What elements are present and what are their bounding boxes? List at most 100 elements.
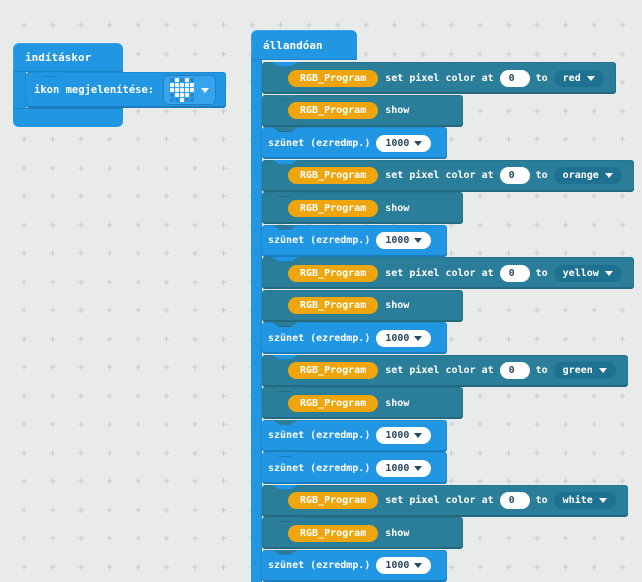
pixel-color-value: red: [562, 72, 581, 84]
notch-bump: [272, 94, 298, 100]
pause-block[interactable]: szünet (ezredmp.)1000: [262, 322, 448, 354]
on-start-header[interactable]: indításkor: [13, 43, 123, 72]
notch-bump: [272, 62, 298, 67]
pause-block[interactable]: szünet (ezredmp.)1000: [262, 452, 448, 484]
to-label: to: [535, 267, 548, 279]
pixel-index-input[interactable]: 0: [499, 264, 530, 282]
pause-duration-value: 1000: [385, 235, 410, 246]
pixel-index-value: 0: [508, 72, 515, 84]
notch-bump: [272, 517, 298, 522]
pixel-color-dropdown[interactable]: red: [553, 69, 604, 87]
on-start-block[interactable]: indításkor ikon megjelenítése:: [13, 43, 227, 127]
pixel-color-dropdown[interactable]: orange: [553, 167, 622, 184]
chevron-down-icon: [598, 498, 607, 503]
pause-duration-value: 1000: [385, 332, 410, 344]
pause-duration-dropdown[interactable]: 1000: [376, 427, 432, 444]
pixel-index-input[interactable]: 0: [499, 69, 530, 87]
pixel-index-input[interactable]: 0: [499, 167, 530, 184]
pause-label: szünet (ezredmp.): [268, 430, 371, 441]
notch-bump: [272, 484, 298, 490]
notch-bump: [272, 419, 298, 425]
forever-spine: [251, 60, 262, 582]
neopixel-show-block[interactable]: RGB_Program show: [262, 94, 464, 127]
chevron-down-icon: [414, 140, 423, 146]
notch-bump: [272, 289, 298, 295]
pause-block[interactable]: szünet (ezredmp.) 1000: [262, 224, 448, 257]
chevron-down-icon: [414, 465, 423, 471]
heart-icon: [170, 77, 195, 103]
pixel-color-value: orange: [562, 170, 599, 181]
pixel-color-dropdown[interactable]: green: [553, 362, 616, 379]
pause-block[interactable]: szünet (ezredmp.) 1000: [262, 127, 448, 159]
on-start-spine: [13, 72, 26, 108]
on-start-footer[interactable]: [13, 108, 123, 127]
icon-dropdown[interactable]: [163, 75, 217, 105]
set-pixel-label: set pixel color at: [385, 170, 494, 181]
show-label: show: [385, 105, 410, 116]
notch-bump: [272, 452, 298, 457]
pause-duration-dropdown[interactable]: 1000: [376, 557, 432, 574]
on-start-title: indításkor: [25, 51, 92, 64]
pixel-color-dropdown[interactable]: white: [553, 492, 616, 509]
pause-label: szünet (ezredmp.): [268, 235, 371, 246]
pixel-color-value: green: [562, 365, 593, 376]
forever-header[interactable]: állandóan: [251, 30, 357, 60]
pixel-index-input[interactable]: 0: [499, 492, 530, 509]
pause-duration-dropdown[interactable]: 1000: [376, 329, 432, 347]
notch-bump: [272, 192, 298, 197]
pixel-color-dropdown[interactable]: yellow: [553, 264, 622, 282]
pause-duration-dropdown[interactable]: 1000: [376, 232, 432, 249]
notch-bump: [272, 257, 298, 262]
notch-bump: [272, 127, 298, 132]
pixel-index-value: 0: [508, 495, 515, 506]
chevron-down-icon: [414, 238, 423, 243]
chevron-down-icon: [414, 335, 423, 341]
pause-duration-value: 1000: [385, 430, 410, 441]
chevron-down-icon: [414, 433, 423, 438]
pixel-index-value: 0: [508, 170, 515, 181]
show-icon-block[interactable]: ikon megjelenítése:: [26, 72, 227, 108]
to-label: to: [535, 495, 548, 506]
pause-block[interactable]: szünet (ezredmp.) 1000: [262, 549, 448, 582]
pixel-index-value: 0: [508, 365, 515, 376]
chevron-down-icon: [586, 75, 595, 81]
pause-duration-value: 1000: [385, 560, 410, 571]
rgb-program-pill: RGB_Program: [288, 102, 379, 119]
pause-label: szünet (ezredmp.): [268, 560, 371, 571]
chevron-down-icon: [414, 563, 423, 568]
to-label: to: [535, 170, 548, 181]
forever-title: állandóan: [263, 38, 323, 52]
rgb-program-pill: RGB_Program: [288, 362, 379, 379]
set-pixel-label: set pixel color at: [385, 72, 494, 84]
notch-bump: [272, 224, 298, 230]
pixel-index-value: 0: [508, 267, 515, 279]
show-label: show: [385, 397, 410, 409]
chevron-down-icon: [598, 368, 607, 373]
notch-bump: [272, 549, 298, 555]
pixel-index-input[interactable]: 0: [499, 362, 530, 379]
pause-block[interactable]: szünet (ezredmp.) 1000: [262, 419, 448, 452]
show-icon-label: ikon megjelenítése:: [34, 84, 155, 96]
rgb-program-pill: RGB_Program: [288, 297, 379, 314]
rgb-program-pill: RGB_Program: [288, 69, 379, 87]
pause-duration-dropdown[interactable]: 1000: [376, 134, 432, 152]
pause-label: szünet (ezredmp.): [268, 137, 371, 149]
chevron-down-icon: [604, 270, 613, 276]
rgb-program-pill: RGB_Program: [288, 264, 379, 282]
pause-duration-value: 1000: [385, 462, 410, 474]
pause-duration-dropdown[interactable]: 1000: [376, 459, 432, 477]
notch-bump: [36, 72, 62, 77]
set-pixel-label: set pixel color at: [385, 495, 494, 506]
notch-bump: [272, 322, 298, 327]
